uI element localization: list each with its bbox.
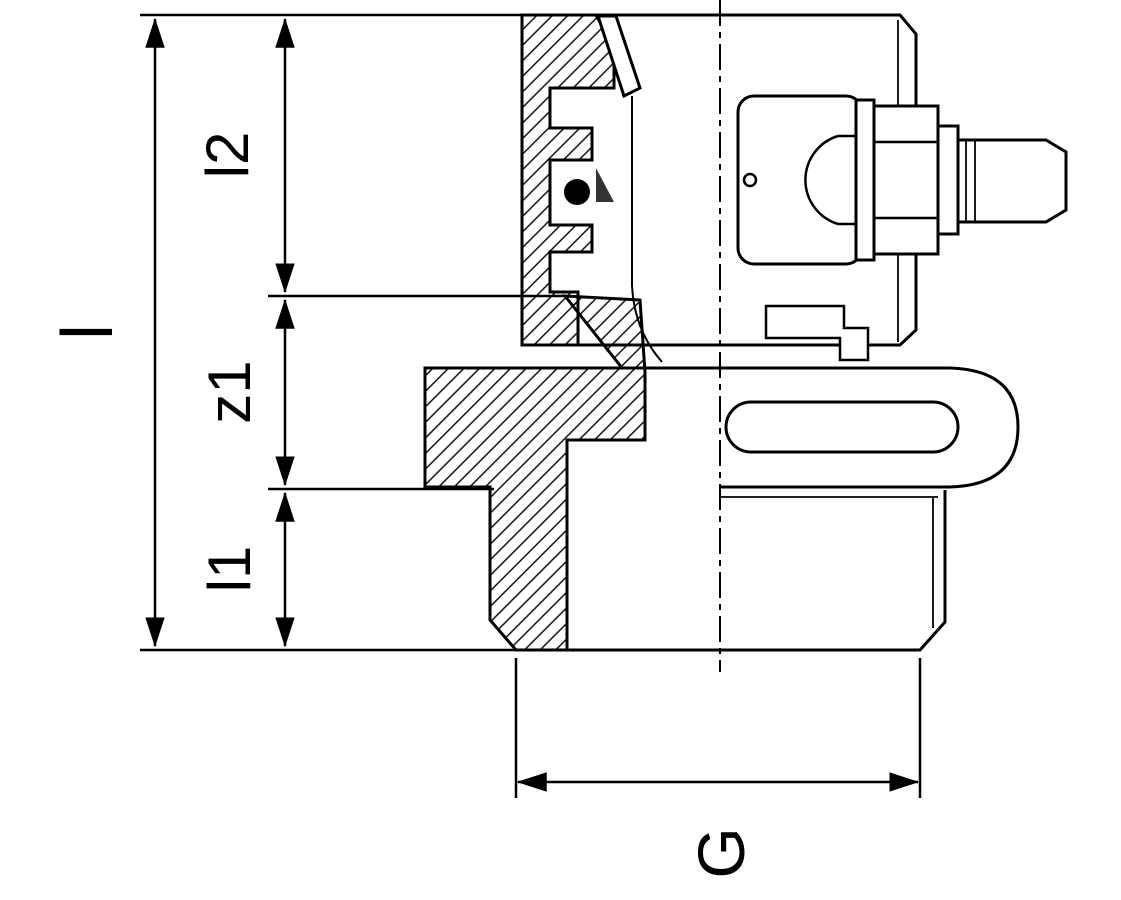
dimension-label-l1: l1 xyxy=(196,546,263,593)
threaded-stub xyxy=(956,138,1068,224)
dimension-lines xyxy=(145,17,920,792)
part-exterior-right xyxy=(567,13,1068,652)
body-section xyxy=(423,294,647,652)
stub-thread-lines xyxy=(965,140,976,222)
extension-lines xyxy=(140,13,922,798)
retainer-clip xyxy=(764,304,870,362)
hex-flat-lines xyxy=(874,140,938,220)
thread-stub-outline xyxy=(567,490,947,652)
test-point-assembly xyxy=(736,94,1068,266)
dimension-label-l2: l2 xyxy=(194,132,261,179)
valve-pin xyxy=(742,172,758,188)
hex-head xyxy=(872,104,940,256)
dimension-labels: l l2 z1 l1 G xyxy=(48,132,758,879)
washer xyxy=(854,98,876,262)
dimension-label-l: l xyxy=(48,324,128,340)
o-ring xyxy=(564,179,590,205)
wrench-slot xyxy=(724,400,960,454)
seal-wedge xyxy=(596,168,614,202)
part-section-left xyxy=(423,13,663,652)
collar xyxy=(936,124,960,236)
flange-outline xyxy=(622,366,1020,489)
dimension-label-g: G xyxy=(684,827,758,878)
dimension-label-z1: z1 xyxy=(196,360,263,423)
